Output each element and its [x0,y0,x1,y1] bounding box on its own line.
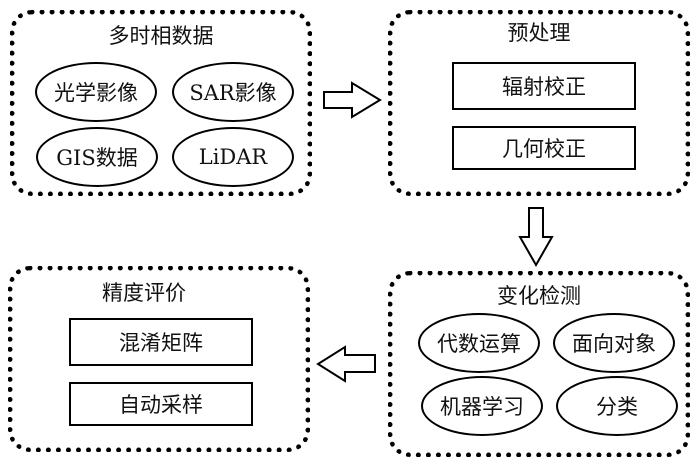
node-object-oriented: 面向对象 [553,313,675,373]
node-lidar: LiDAR [172,127,294,187]
node-confusion-matrix: 混淆矩阵 [69,318,253,366]
group-multitemporal-data: 多时相数据 光学影像 SAR影像 GIS数据 LiDAR [10,10,312,196]
node-geometric-correction: 几何校正 [452,126,636,170]
group-preprocessing: 预处理 辐射校正 几何校正 [388,10,690,196]
node-classification: 分类 [556,376,678,436]
node-machine-learning: 机器学习 [421,376,543,436]
group-accuracy-assessment: 精度评价 混淆矩阵 自动采样 [8,266,310,452]
arrow-change-detection [518,207,554,268]
arrow-accuracy [316,345,376,383]
node-automatic-sampling: 自动采样 [69,382,253,426]
group-title: 多时相数据 [108,24,214,48]
node-algebraic-operations: 代数运算 [418,313,540,373]
group-title: 预处理 [507,21,571,45]
node-radiometric-correction: 辐射校正 [452,62,636,110]
group-title: 变化检测 [497,284,581,308]
group-change-detection: 变化检测 代数运算 面向对象 机器学习 分类 [388,271,690,457]
group-title: 精度评价 [102,281,186,305]
node-gis-data: GIS数据 [36,127,158,187]
node-optical-imagery: 光学影像 [35,62,157,122]
node-sar-imagery: SAR影像 [172,62,294,122]
arrow-preprocess [323,81,382,119]
